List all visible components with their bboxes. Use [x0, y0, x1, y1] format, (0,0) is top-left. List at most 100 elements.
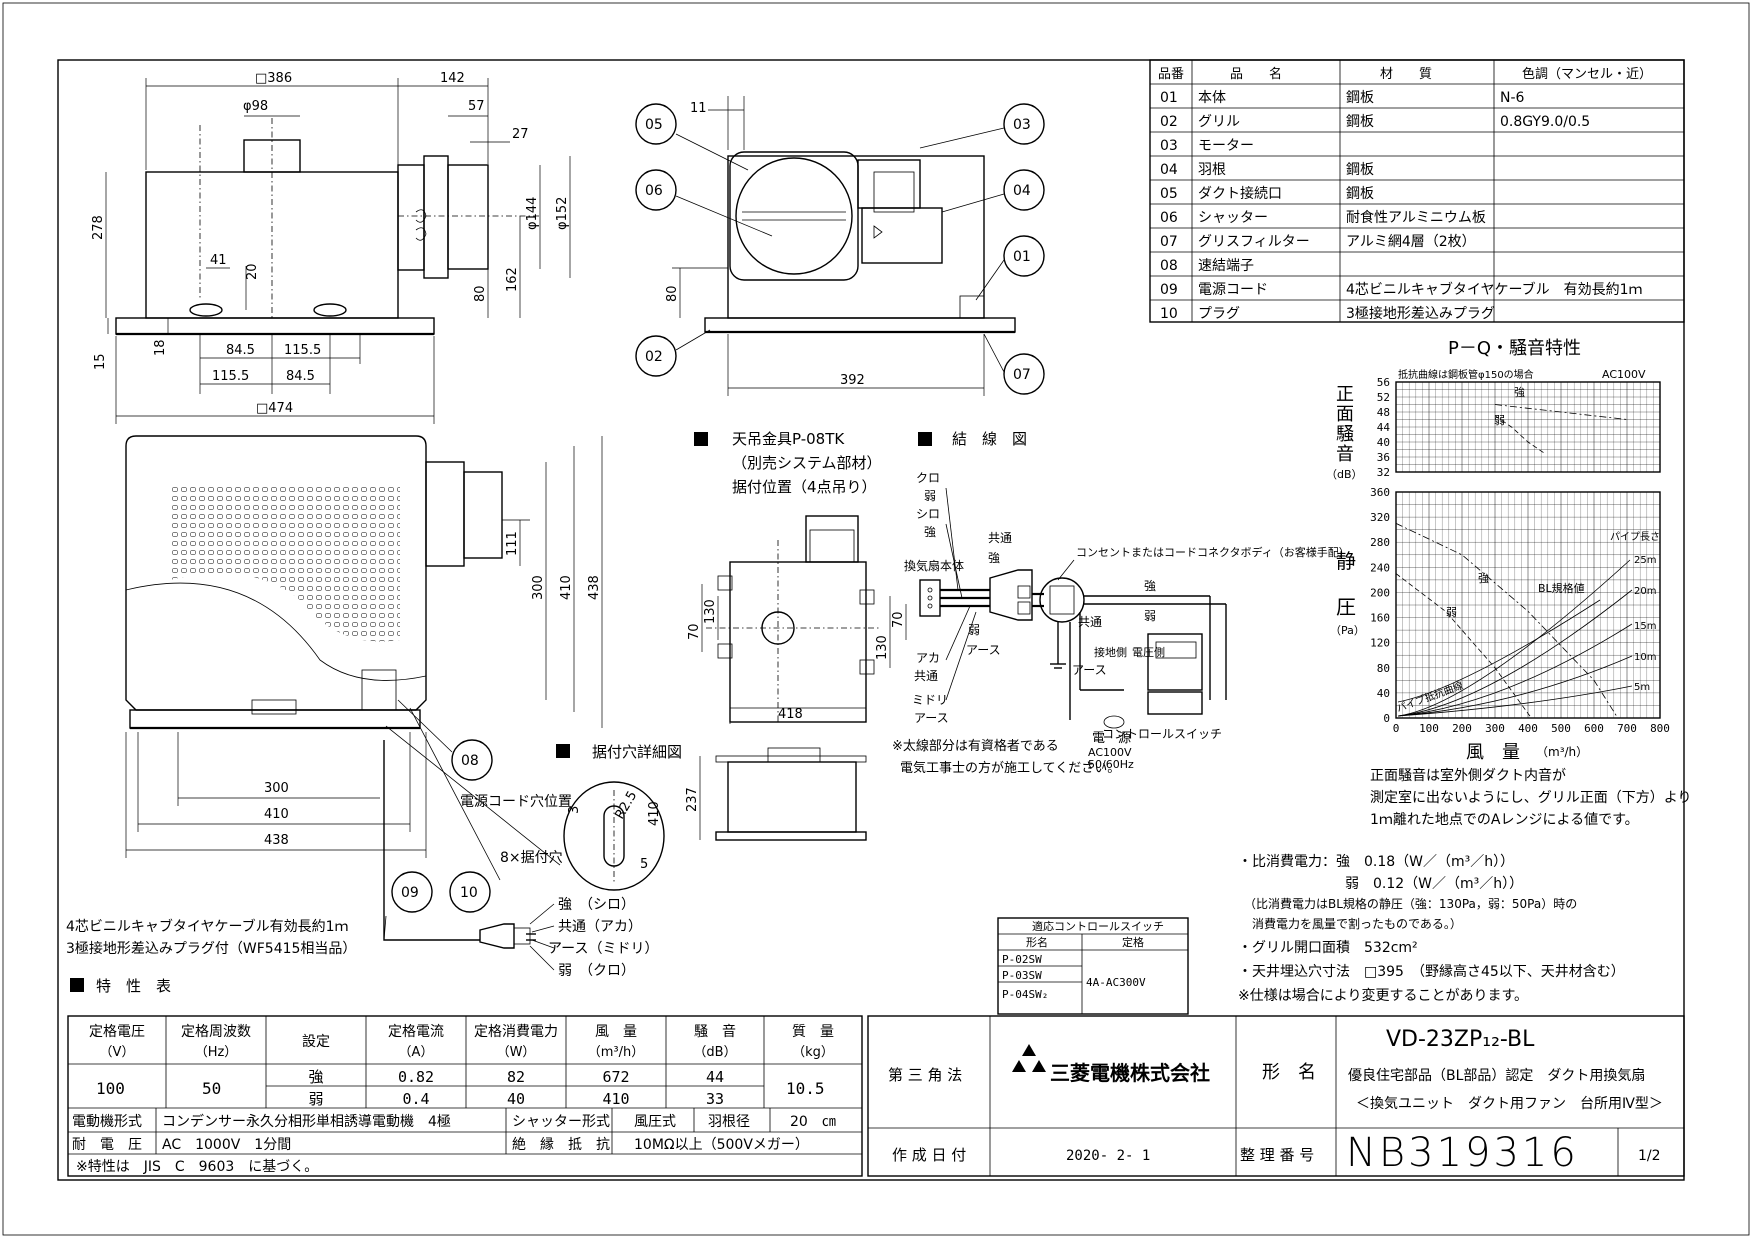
hanger-sub: （別売システム部材） — [732, 454, 882, 472]
y-tick-label: 40 — [1377, 687, 1390, 700]
series-line-1-0 — [1395, 523, 1619, 719]
len-25m: 25m — [1634, 555, 1656, 566]
char-shutter: 風圧式 — [634, 1114, 676, 1130]
plug-strong: 強 （シロ） — [558, 897, 635, 913]
plan-view: 111 300 410 438 300 410 438 電源コード穴位置 8×据… — [66, 435, 658, 979]
parts-cell: モーター — [1198, 138, 1254, 154]
wire-shiro: シロ — [916, 507, 940, 521]
x-tick-label: 0 — [1393, 722, 1400, 735]
x-tick-label: 700 — [1617, 722, 1637, 735]
y-tick-label: 48 — [1377, 406, 1390, 419]
parts-header-no: 品番 — [1158, 67, 1184, 82]
callout-10: 10 — [460, 885, 478, 901]
parts-cell: 06 — [1160, 210, 1178, 226]
wire-outlet: コンセントまたはコードコネクタボディ（お客様手配） — [1076, 545, 1350, 559]
y-tick-label: 160 — [1370, 612, 1390, 625]
char-cell: 強 — [308, 1068, 323, 1086]
char-shutter-label: シャッター形式 — [512, 1114, 610, 1130]
front-view: 11 80 392 — [665, 96, 1016, 396]
tb-number: NB319316 — [1346, 1130, 1579, 1176]
noise-weak-label: 弱 — [1494, 414, 1505, 427]
wire-ac: AC100V — [1088, 746, 1132, 759]
callout-03: 03 — [1013, 117, 1031, 133]
pq-weak-label: 弱 — [1446, 606, 1457, 619]
char-cell: 672 — [602, 1068, 629, 1086]
callout-07: 07 — [1013, 367, 1031, 383]
noise-label-1: 正 — [1336, 384, 1354, 405]
wire-aka: アカ — [916, 651, 940, 665]
spec-grill-area: ・グリル開口面積 532cm² — [1238, 940, 1418, 956]
x-tick-label: 800 — [1650, 722, 1670, 735]
char-voltage: 100 — [96, 1079, 125, 1098]
char-blade: 20 ㎝ — [790, 1114, 836, 1130]
parts-cell: ダクト接続口 — [1198, 185, 1282, 202]
char-header: 騒 音 — [694, 1023, 736, 1040]
side-view: □386 142 φ98 57 27 278 φ144 φ152 80 162 … — [91, 71, 571, 424]
noise-strong-label: 強 — [1514, 386, 1525, 399]
dim-15: 15 — [93, 353, 108, 370]
dim-70: 70 — [687, 623, 702, 640]
switch-h-rating: 定格 — [1122, 935, 1144, 949]
parts-cell: グリスフィルター — [1198, 234, 1310, 250]
wire-power: 電 源 — [1092, 731, 1131, 746]
dim-r2-5: R2.5 — [612, 789, 640, 822]
dim-57: 57 — [468, 99, 485, 114]
hanger-title: 天吊金具P-08TK — [732, 430, 845, 448]
dim-84-5b: 84.5 — [286, 369, 315, 384]
callouts: 05 06 03 04 01 02 07 08 09 10 — [391, 103, 1045, 913]
char-header: 定格周波数 — [181, 1024, 251, 1040]
len-15m: 15m — [1634, 621, 1656, 632]
bl-curve — [1397, 599, 1601, 703]
pq-ac: AC100V — [1602, 368, 1646, 381]
pipe-curve — [1397, 623, 1633, 717]
wiring-diagram: 結 線 図 クロ 弱 シロ 強 換気扇本体 共通 強 弱 アース アカ 共通 ミ… — [892, 430, 1350, 776]
dim-18: 18 — [153, 339, 168, 356]
dim-438h: 438 — [264, 833, 289, 848]
dim-130b: 130 — [875, 635, 890, 660]
bl-label: BL規格値 — [1538, 581, 1585, 595]
pipe-curve — [1397, 589, 1633, 717]
y-tick-label: 80 — [1377, 662, 1390, 675]
callout-04: 04 — [1013, 183, 1031, 199]
y-tick-label: 240 — [1370, 561, 1390, 574]
wire-kyo3: 強 — [1144, 579, 1156, 593]
x-tick-label: 100 — [1419, 722, 1439, 735]
dim-5: 5 — [640, 857, 648, 872]
tb-date-label: 作 成 日 付 — [892, 1146, 966, 1164]
char-cell: 33 — [706, 1090, 724, 1108]
tb-desc-2: ＜換気ユニット ダクト用ファン 台所用Ⅳ型＞ — [1356, 1096, 1663, 1112]
dim-386: □386 — [255, 71, 292, 86]
char-header: 定格消費電力 — [474, 1024, 558, 1040]
char-cell: 44 — [706, 1068, 724, 1086]
dim-115-5a: 115.5 — [284, 343, 321, 358]
callout-06: 06 — [645, 183, 663, 199]
wire-jaku3: 弱 — [1144, 609, 1156, 623]
char-header-unit: （dB） — [693, 1045, 736, 1060]
dim-410s: 410 — [647, 801, 662, 826]
y-tick-label: 40 — [1377, 436, 1390, 449]
noise-unit: （dB） — [1326, 468, 1363, 481]
spec-power-note-2: 消費電力を風量で割ったものである。） — [1252, 916, 1462, 931]
char-freq: 50 — [202, 1079, 221, 1098]
noise-label-4: 音 — [1336, 444, 1354, 465]
char-insulation: 10MΩ以上（500Vメガー） — [634, 1137, 809, 1153]
parts-header-color: 色調（マンセル・近） — [1522, 66, 1652, 82]
parts-cell: 02 — [1160, 114, 1178, 130]
mount-hole-label: 8×据付穴 — [500, 850, 563, 866]
wire-kyo2: 強 — [988, 551, 1000, 565]
char-withstand-label: 耐 電 圧 — [72, 1137, 142, 1153]
pressure-label-1: 静 — [1336, 549, 1356, 573]
len-20m: 20m — [1634, 586, 1656, 597]
x-tick-label: 400 — [1518, 722, 1538, 735]
parts-cell: 羽根 — [1198, 162, 1226, 178]
cord-position-label: 電源コード穴位置 — [460, 794, 572, 810]
parts-cell: 鋼板 — [1346, 162, 1374, 178]
parts-cell: 04 — [1160, 162, 1178, 178]
char-header: 設定 — [302, 1034, 330, 1050]
callout-02: 02 — [645, 349, 663, 365]
dim-278: 278 — [91, 215, 106, 240]
char-table-title: 特 性 表 — [96, 977, 171, 995]
pq-curve-note: 抵抗曲線は鋼板管φ150の場合 — [1398, 368, 1534, 381]
characteristics-table: 特 性 表 定格電圧（V）定格周波数（Hz）設定定格電流（A）定格消費電力（W）… — [67, 977, 863, 1177]
